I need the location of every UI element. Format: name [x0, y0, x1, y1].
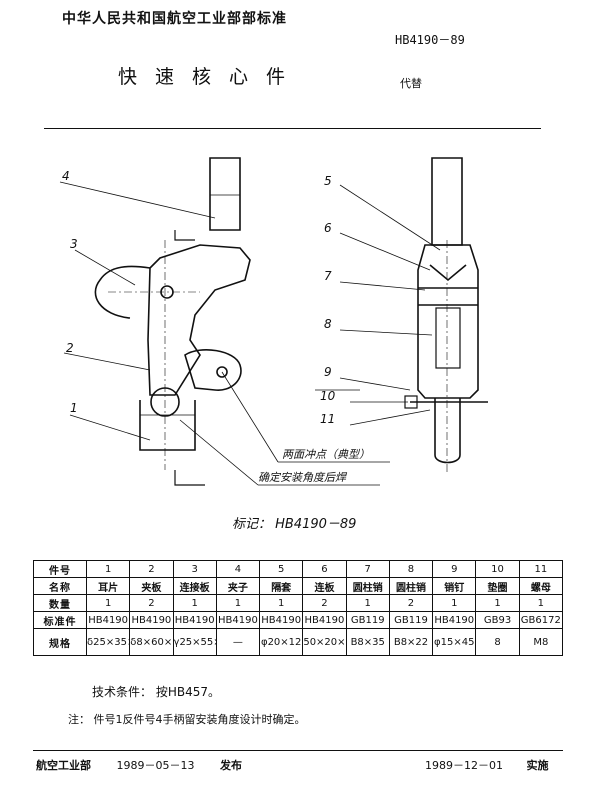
- table-cell: 2: [302, 594, 347, 612]
- table-row: 名称耳片夹板连接板夹子隔套连板圆柱销圆柱销销钉垫圈螺母: [33, 577, 564, 595]
- table-cell: M8: [518, 628, 564, 656]
- footer-issue: 航空工业部 1989－05－13 发布: [36, 757, 264, 773]
- table-cell: HB4190: [172, 611, 217, 629]
- table-cell: 7: [345, 560, 390, 578]
- header-rule: [44, 128, 541, 129]
- table-cell: φ15×45: [432, 628, 477, 656]
- footer-rule: [33, 750, 563, 751]
- table-cell: δ25×35×12: [85, 628, 131, 656]
- technical-requirements: 技术条件： 按HB457。: [92, 685, 220, 699]
- table-cell: 50×20×6: [302, 628, 347, 656]
- issue-word: 发布: [220, 759, 242, 772]
- table-cell: 9: [432, 560, 477, 578]
- row-label: 规格: [33, 628, 87, 656]
- callout-2: 2: [66, 341, 74, 355]
- table-cell: 1: [172, 594, 217, 612]
- table-cell: 夹子: [215, 577, 261, 595]
- marking-example: 标记： HB4190－89: [232, 517, 357, 532]
- technical-drawing: 4 3 2 1 5 6 7 8 9 10 11 两面冲点（典型） 确定安装角度后…: [59, 157, 488, 486]
- row-label: 件号: [33, 560, 87, 578]
- row-label: 数量: [33, 594, 87, 612]
- table-cell: 夹板: [129, 577, 174, 595]
- table-cell: δ8×60×6: [129, 628, 174, 656]
- callout-10: 10: [320, 389, 336, 403]
- table-cell: HB4190: [259, 611, 304, 629]
- table-cell: φ20×12: [259, 628, 304, 656]
- page-title: 快速核心件: [118, 66, 304, 88]
- callout-3: 3: [70, 237, 78, 251]
- issuer: 航空工业部: [36, 759, 91, 772]
- table-cell: 圆柱销: [345, 577, 390, 595]
- table-cell: HB4190: [129, 611, 174, 629]
- standard-body: 中华人民共和国航空工业部部标准: [62, 11, 287, 27]
- footer-implement: 1989－12－01 实施: [425, 757, 569, 773]
- table-cell: γ25×55×12: [172, 628, 217, 656]
- table-cell: 5: [259, 560, 304, 578]
- callout-11: 11: [320, 412, 335, 426]
- row-label: 标准件: [33, 611, 87, 629]
- table-cell: HB4190: [302, 611, 347, 629]
- table-cell: GB119: [345, 611, 390, 629]
- table-cell: 1: [85, 560, 131, 578]
- standard-code: HB4190－89: [395, 33, 465, 47]
- callout-5: 5: [324, 174, 332, 188]
- table-cell: 圆柱销: [388, 577, 434, 595]
- table-cell: —: [215, 628, 261, 656]
- table-cell: 2: [129, 594, 174, 612]
- table-cell: HB4190: [215, 611, 261, 629]
- table-cell: 2: [129, 560, 174, 578]
- note-punch: 两面冲点（典型）: [282, 448, 370, 461]
- callout-6: 6: [324, 221, 332, 235]
- callout-8: 8: [324, 317, 332, 331]
- table-cell: 隔套: [259, 577, 304, 595]
- table-cell: 8: [475, 628, 520, 656]
- table-cell: 连接板: [172, 577, 217, 595]
- issue-date: 1989－05－13: [116, 759, 195, 772]
- callout-9: 9: [324, 365, 332, 379]
- table-cell: 1: [475, 594, 520, 612]
- table-cell: GB6172: [518, 611, 564, 629]
- table-cell: 3: [172, 560, 217, 578]
- table-cell: 8: [388, 560, 434, 578]
- table-cell: 2: [388, 594, 434, 612]
- drawing-note: 注： 件号1反件号4手柄留安装角度设计时确定。: [68, 713, 306, 726]
- table-cell: B8×35: [345, 628, 390, 656]
- table-cell: 1: [259, 594, 304, 612]
- note-mount: 确定安装角度后焊: [258, 471, 348, 484]
- table-cell: 1: [215, 594, 261, 612]
- callout-7: 7: [324, 269, 332, 283]
- row-label: 名称: [33, 577, 87, 595]
- table-cell: 4: [215, 560, 261, 578]
- implementation-date: 1989－12－01: [425, 759, 503, 772]
- implementation-word: 实施: [526, 759, 549, 772]
- table-cell: 连板: [302, 577, 347, 595]
- callout-4: 4: [62, 169, 70, 183]
- table-cell: 1: [85, 594, 131, 612]
- table-row: 规格δ25×35×12δ8×60×6γ25×55×12—φ20×1250×20×…: [33, 628, 564, 656]
- callout-1: 1: [70, 401, 78, 415]
- side-view: [315, 157, 488, 475]
- replaces-label: 代替: [400, 77, 422, 90]
- table-cell: 销钉: [432, 577, 477, 595]
- table-cell: 11: [518, 560, 564, 578]
- table-cell: GB93: [475, 611, 520, 629]
- table-cell: 10: [475, 560, 520, 578]
- table-cell: HB4190: [432, 611, 477, 629]
- table-cell: HB4190: [85, 611, 131, 629]
- table-cell: GB119: [388, 611, 434, 629]
- table-cell: 6: [302, 560, 347, 578]
- table-cell: 1: [345, 594, 390, 612]
- table-cell: 1: [518, 594, 564, 612]
- table-cell: 1: [432, 594, 477, 612]
- table-cell: 耳片: [85, 577, 131, 595]
- table-cell: 垫圈: [475, 577, 520, 595]
- table-cell: 螺母: [518, 577, 564, 595]
- front-view: [59, 157, 279, 486]
- table-cell: B8×22: [388, 628, 434, 656]
